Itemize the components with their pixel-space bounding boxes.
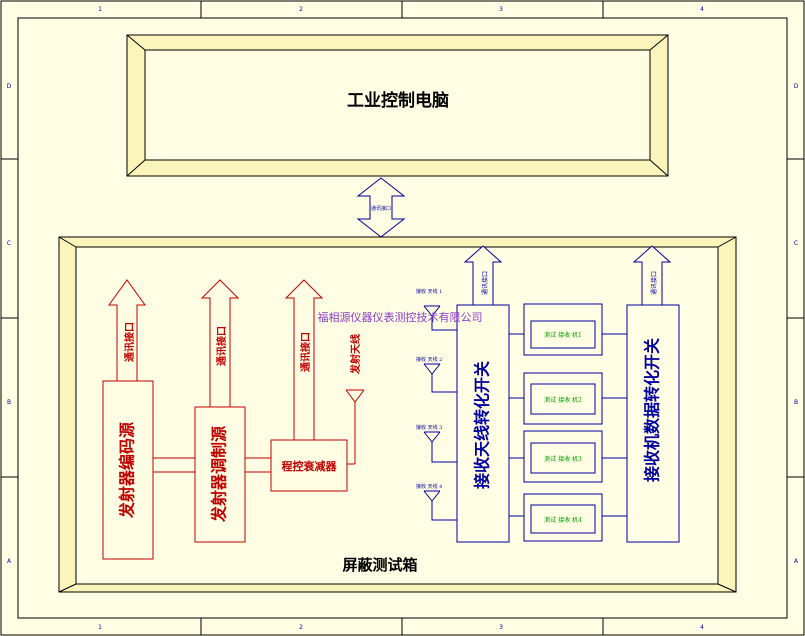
col-label-top-4: 4	[700, 6, 704, 13]
row-label-left-c: C	[7, 240, 11, 247]
row-label-left-a: A	[7, 558, 12, 565]
attenuator-block: 程控衰减器	[270, 439, 348, 492]
receive-antenna-label-1: 接收 天线 1	[416, 288, 442, 295]
antenna-switch-block: 接收天线转化开关	[456, 304, 510, 543]
watermark-text: 福相源仪器仪表测控技术有限公司	[318, 310, 483, 324]
col-label-bottom-3: 3	[499, 624, 503, 631]
test-receiver-2: 测试 接收 机2	[523, 372, 603, 425]
test-receiver-label-2: 测试 接收 机2	[544, 396, 582, 404]
row-label-left-d: D	[7, 83, 12, 90]
row-label-right-b: B	[794, 399, 798, 406]
encoder-port-arrow: 通讯接口	[108, 279, 146, 382]
modulator-label: 发射器调制源	[210, 426, 229, 523]
col-label-bottom-1: 1	[98, 624, 102, 631]
receive-antenna-label-3: 接收 天线 3	[416, 424, 442, 431]
encoder-port-label: 通讯接口	[123, 322, 136, 362]
box-title: 屏蔽测试箱	[342, 556, 417, 574]
row-label-right-a: A	[794, 558, 799, 565]
attenuator-port-arrow: 通讯接口	[284, 279, 324, 441]
transmit-antenna-label: 发射天线	[349, 334, 362, 375]
receive-antenna-label-2: 接收 天线 2	[416, 356, 442, 363]
test-receiver-4: 测试 接收 机4	[523, 493, 603, 542]
col-label-top-3: 3	[499, 6, 503, 13]
receive-antenna-label-4: 接收 天线 4	[416, 483, 442, 490]
receive-antenna-feeds	[423, 305, 457, 521]
row-label-left-b: B	[7, 399, 11, 406]
attenuator-port-label: 通讯接口	[299, 332, 312, 372]
modulator-port-arrow: 通讯接口	[200, 279, 240, 408]
test-receiver-3: 测试 接收 机3	[523, 430, 603, 483]
data-switch-port-label: 通讯接口	[650, 271, 658, 295]
transmit-connectors	[153, 402, 356, 473]
data-switch-label: 接收机数据转化开关	[643, 338, 662, 482]
modulator-port-label: 通讯接口	[215, 326, 228, 366]
antenna-switch-port-label: 通讯接口	[481, 271, 489, 295]
shielded-test-box: 屏蔽测试箱	[58, 236, 737, 593]
row-label-right-c: C	[794, 240, 798, 247]
modulator-block: 发射器调制源	[194, 406, 246, 543]
test-receiver-label-4: 测试 接收 机4	[544, 516, 582, 524]
col-label-bottom-2: 2	[299, 624, 303, 631]
antenna-switch-label: 接收天线转化开关	[473, 361, 492, 489]
col-label-bottom-4: 4	[700, 624, 704, 631]
encoder-block: 发射器编码源	[102, 380, 154, 560]
link-label: 通讯接口	[371, 205, 391, 212]
test-receiver-label-3: 测试 接收 机3	[544, 455, 582, 463]
col-label-top-2: 2	[299, 6, 303, 13]
data-switch-block: 接收机数据转化开关	[626, 304, 680, 543]
test-receiver-label-1: 测试 接收 机1	[544, 331, 582, 339]
attenuator-label: 程控衰减器	[282, 459, 338, 473]
computer-title: 工业控制电脑	[347, 90, 449, 111]
industrial-computer-block: 工业控制电脑	[126, 34, 669, 177]
col-label-top-1: 1	[98, 6, 102, 13]
switch-tester-connections	[509, 333, 627, 517]
transmit-antenna: 发射天线	[345, 334, 365, 403]
row-label-right-d: D	[794, 83, 799, 90]
test-receiver-1: 测试 接收 机1	[523, 303, 603, 356]
encoder-label: 发射器编码源	[118, 422, 137, 519]
